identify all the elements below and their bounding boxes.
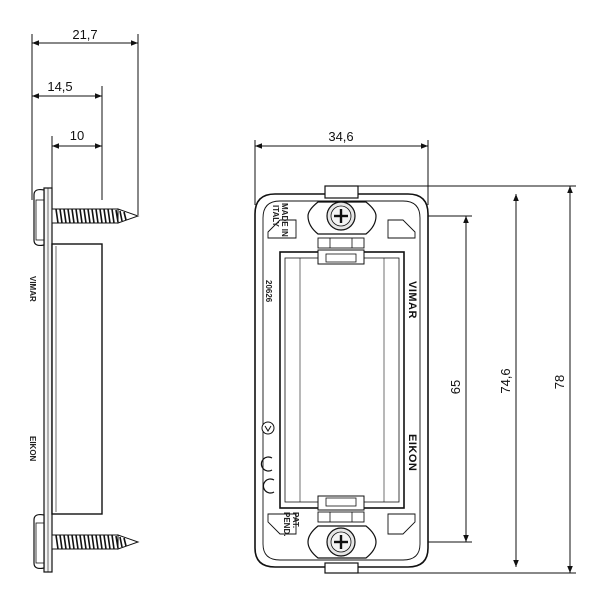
phillips-screw-icon bbox=[334, 209, 348, 223]
dimension-34-6: 34,6 bbox=[255, 129, 428, 149]
dimension-label-21-7: 21,7 bbox=[72, 27, 97, 42]
dimension-label-14-5: 14,5 bbox=[47, 79, 72, 94]
screw-boss-top bbox=[307, 201, 377, 249]
dimension-label-78: 78 bbox=[552, 375, 567, 389]
side-plate bbox=[33, 187, 53, 573]
made-in-label-line1: MADE IN bbox=[280, 203, 289, 237]
certification-mark-icon bbox=[260, 456, 275, 494]
front-series-label: EIKON bbox=[406, 434, 418, 471]
product-code-label: 20626 bbox=[264, 280, 273, 303]
side-screw-top bbox=[51, 208, 140, 224]
patent-label-line2: PEND. bbox=[282, 512, 291, 536]
patent-label-line1: PAT. bbox=[291, 512, 300, 528]
dimension-label-74-6: 74,6 bbox=[498, 368, 513, 393]
dimension-10: 10 bbox=[52, 128, 102, 149]
module-opening bbox=[279, 249, 405, 511]
side-view: 21,7 14,5 10 bbox=[28, 27, 140, 573]
dimension-65: 65 bbox=[448, 216, 469, 542]
side-screw-bottom bbox=[51, 534, 140, 550]
front-brand-label: VIMAR bbox=[406, 281, 418, 319]
phillips-screw-icon bbox=[334, 535, 348, 549]
dimension-label-34-6: 34,6 bbox=[328, 129, 353, 144]
side-series-marking: EIKON bbox=[28, 436, 37, 462]
dimension-label-10: 10 bbox=[70, 128, 84, 143]
dimension-14-5: 14,5 bbox=[32, 79, 102, 99]
made-in-label-line2: ITALY bbox=[271, 205, 280, 227]
earth-ground-symbol-icon bbox=[261, 421, 275, 435]
side-body bbox=[51, 243, 103, 515]
dimension-label-65: 65 bbox=[448, 380, 463, 394]
dimension-78: 78 bbox=[552, 186, 573, 573]
dimension-74-6: 74,6 bbox=[498, 194, 519, 567]
front-view: 34,6 65 74,6 78 bbox=[254, 129, 576, 574]
screw-boss-bottom bbox=[307, 511, 377, 559]
dimension-21-7: 21,7 bbox=[32, 27, 138, 46]
side-brand-marking: VIMAR bbox=[28, 276, 37, 302]
